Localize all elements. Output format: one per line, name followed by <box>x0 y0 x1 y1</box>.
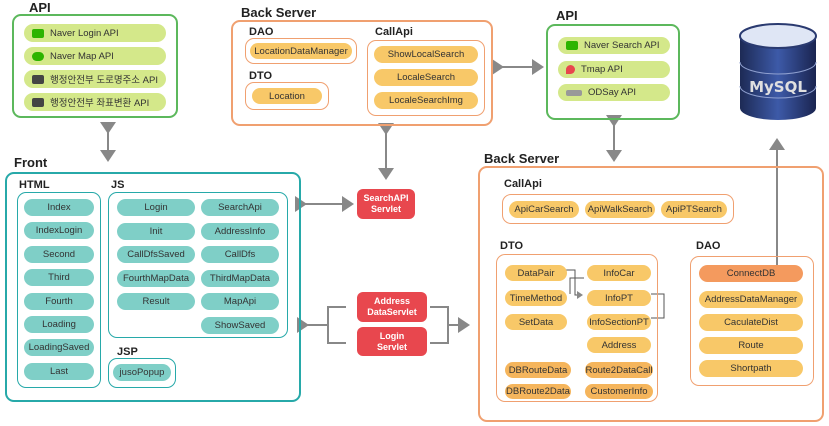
callapi-show-local-search: ShowLocalSearch <box>374 46 478 63</box>
government-icon <box>32 97 44 107</box>
api-item-odsay: ODSay API <box>558 84 670 101</box>
js-file-item: CallDfs <box>201 246 279 263</box>
js-file-item: CallDfsSaved <box>117 246 195 263</box>
front-js-title: JS <box>111 179 125 191</box>
dao-caculatedist: CaculateDist <box>699 314 803 331</box>
odsay-icon <box>566 89 582 96</box>
dao-connectdb: ConnectDB <box>699 265 803 282</box>
dto-address: Address <box>587 337 651 353</box>
back-bottom-callapi-box: ApiCarSearch ApiWalkSearch ApiPTSearch <box>502 194 734 224</box>
back-bottom-dto-box: DataPair TimeMethod SetData InfoCar Info… <box>496 254 658 402</box>
back-bottom-callapi-title: CallApi <box>504 178 542 190</box>
front-html-title: HTML <box>19 179 50 191</box>
back-bottom-panel: CallApi ApiCarSearch ApiWalkSearch ApiPT… <box>478 166 824 422</box>
html-page-item: Index <box>24 199 94 216</box>
js-file-item: AddressInfo <box>201 222 279 240</box>
api-item-naver-map: Naver Map API <box>24 47 166 65</box>
html-page-item: Fourth <box>24 292 94 310</box>
back-top-dto-box: Location <box>245 82 329 110</box>
dao-location-data-manager: LocationDataManager <box>250 43 352 59</box>
html-page-item: IndexLogin <box>24 222 94 240</box>
naver-search-icon <box>566 41 578 50</box>
dto-datapair: DataPair <box>505 265 567 281</box>
dto-route2datacall: Route2DataCall <box>585 362 653 378</box>
callapi-locale-search: LocaleSearch <box>374 69 478 86</box>
tmap-pin-icon <box>566 65 575 74</box>
js-file-item: MapApi <box>201 293 279 310</box>
mysql-database-icon <box>739 23 817 120</box>
dto-location: Location <box>252 88 322 104</box>
front-jsp-title: JSP <box>117 346 138 358</box>
dao-route: Route <box>699 337 803 354</box>
dto-dbroutedata: DBRouteData <box>505 362 571 378</box>
back-top-dao-title: DAO <box>249 26 274 38</box>
js-file-item: FourthMapData <box>117 269 195 287</box>
api-item-naver-search: Naver Search API <box>558 37 670 54</box>
html-page-item: LoadingSaved <box>24 339 94 357</box>
back-top-callapi-title: CallApi <box>375 26 413 38</box>
front-jsp-box: jusoPopup <box>108 358 176 388</box>
dao-shortpath: Shortpath <box>699 360 803 377</box>
dto-setdata: SetData <box>505 314 567 330</box>
dto-infosectionpt: InfoSectionPT <box>587 314 651 330</box>
back-bottom-dao-title: DAO <box>696 240 721 252</box>
dto-customerinfo: CustomerInfo <box>585 384 653 399</box>
naver-n-icon <box>32 28 44 38</box>
back-top-panel: DAO LocationDataManager DTO Location Cal… <box>231 20 493 126</box>
api-item-road-address: 행정안전부 도로명주소 API <box>24 70 166 88</box>
back-bottom-dao-box: ConnectDB AddressDataManager CaculateDis… <box>690 256 814 386</box>
mysql-label: MySQL <box>749 78 807 96</box>
api-left-panel: Naver Login API Naver Map API 행정안전부 도로명주… <box>12 14 178 118</box>
back-bottom-title: Back Server <box>484 151 560 166</box>
callapi-pt-search: ApiPTSearch <box>661 201 727 218</box>
html-page-item: Second <box>24 245 94 263</box>
dto-infopt: InfoPT <box>587 290 651 306</box>
dto-dbroute2data: DBRoute2Data <box>505 384 571 399</box>
html-page-item: Loading <box>24 316 94 333</box>
back-top-title: Back Server <box>241 5 317 20</box>
naver-map-icon <box>32 51 44 61</box>
callapi-walk-search: ApiWalkSearch <box>585 201 655 218</box>
back-bottom-dto-title: DTO <box>500 240 524 252</box>
js-file-item: Login <box>117 199 195 216</box>
dto-infocar: InfoCar <box>587 265 651 281</box>
callapi-locale-search-img: LocaleSearchImg <box>374 92 478 109</box>
js-file-item: ThirdMapData <box>201 269 279 287</box>
back-top-callapi-box: ShowLocalSearch LocaleSearch LocaleSearc… <box>367 40 485 116</box>
government-icon <box>32 74 44 84</box>
callapi-car-search: ApiCarSearch <box>509 201 579 218</box>
back-top-dto-title: DTO <box>249 70 273 82</box>
jsp-jusopopup: jusoPopup <box>113 364 171 381</box>
api-item-tmap: Tmap API <box>558 61 670 78</box>
api-left-title: API <box>29 0 51 15</box>
js-file-item: Result <box>117 293 195 310</box>
api-item-naver-login: Naver Login API <box>24 24 166 42</box>
back-top-dao-box: LocationDataManager <box>245 38 357 64</box>
dto-timemethod: TimeMethod <box>505 290 567 306</box>
html-page-item: Last <box>24 362 94 380</box>
js-file-item: ShowSaved <box>201 316 279 334</box>
api-item-coord-convert: 행정안전부 좌표변환 API <box>24 93 166 111</box>
front-title: Front <box>14 155 48 170</box>
dao-address-data-manager: AddressDataManager <box>699 291 803 308</box>
api-right-panel: Naver Search API Tmap API ODSay API <box>546 24 680 120</box>
js-file-item: SearchApi <box>201 199 279 216</box>
api-right-title: API <box>556 8 578 23</box>
js-file-item: Init <box>117 222 195 240</box>
html-page-item: Third <box>24 269 94 287</box>
